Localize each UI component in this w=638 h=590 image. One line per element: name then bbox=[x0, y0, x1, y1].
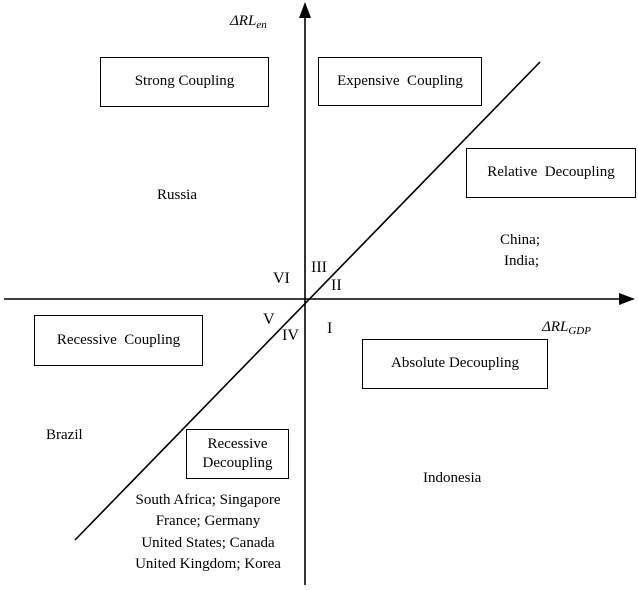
country-group-line-2: France; Germany bbox=[155, 513, 261, 530]
relative-decoupling-label: Relative Decoupling bbox=[487, 164, 615, 181]
recessive-decoupling-box: Recessive Decoupling bbox=[186, 429, 289, 479]
recessive-decoupling-label-line2: Decoupling bbox=[202, 455, 273, 471]
y-axis-arrow bbox=[299, 2, 311, 18]
numeral-iii: III bbox=[311, 259, 327, 276]
expensive-coupling-box: Expensive Coupling bbox=[318, 57, 482, 106]
expensive-coupling-label: Expensive Coupling bbox=[337, 72, 463, 89]
country-china: China; bbox=[500, 232, 540, 248]
absolute-decoupling-box: Absolute Decoupling bbox=[362, 339, 548, 389]
recessive-coupling-box: Recessive Coupling bbox=[34, 315, 203, 366]
country-russia: Russia bbox=[157, 187, 198, 203]
country-india: India; bbox=[504, 253, 539, 269]
numeral-v: V bbox=[263, 311, 275, 328]
x-axis-label: ΔRLGDP bbox=[542, 319, 591, 337]
strong-coupling-box: Strong Coupling bbox=[100, 57, 269, 107]
country-group-line-1: South Africa; Singapore bbox=[135, 492, 281, 508]
numeral-i: I bbox=[327, 320, 333, 337]
country-indonesia: Indonesia bbox=[423, 470, 482, 486]
strong-coupling-label: Strong Coupling bbox=[134, 73, 235, 90]
country-group-list: South Africa; Singapore France; Germany … bbox=[118, 490, 298, 575]
country-group-line-3: United States; Canada bbox=[141, 534, 275, 551]
recessive-decoupling-label-line1: Recessive bbox=[207, 435, 268, 452]
recessive-coupling-label: Recessive Coupling bbox=[56, 331, 181, 348]
country-group-line-4: United Kingdom; Korea bbox=[135, 555, 281, 572]
y-axis-label: ΔRLen bbox=[230, 13, 267, 31]
diagonal-line bbox=[74, 61, 541, 541]
relative-decoupling-box: Relative Decoupling bbox=[466, 148, 636, 198]
absolute-decoupling-label: Absolute Decoupling bbox=[391, 355, 519, 372]
country-brazil: Brazil bbox=[46, 427, 83, 443]
x-axis-arrow bbox=[619, 293, 635, 305]
numeral-iv: IV bbox=[282, 327, 299, 344]
numeral-vi: VI bbox=[273, 270, 290, 287]
numeral-ii: II bbox=[331, 277, 342, 294]
